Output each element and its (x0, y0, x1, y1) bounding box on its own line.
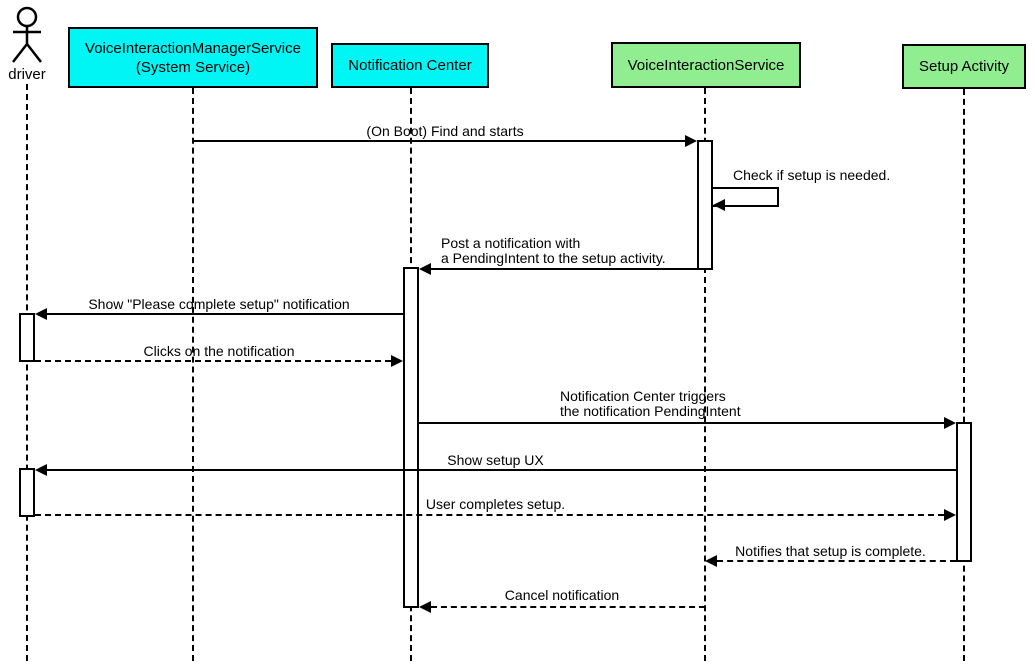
arrowhead-icon (944, 417, 956, 429)
driver-actor-icon (12, 6, 42, 63)
message-label-nc-triggers-pendingintent: Notification Center triggers the notific… (560, 388, 741, 419)
actor-label-driver: driver (8, 66, 46, 83)
message-label-show-setup-ux: Show setup UX (447, 452, 544, 468)
message-label-check-if-setup-needed: Check if setup is needed. (733, 167, 891, 183)
message-line (35, 360, 391, 362)
message-line (47, 469, 956, 471)
self-message-loop (713, 187, 779, 207)
message-label-clicks-on-notification: Clicks on the notification (143, 343, 295, 359)
arrowhead-icon (35, 308, 47, 320)
message-line (717, 560, 956, 562)
arrowhead-icon (685, 135, 697, 147)
participant-notification-center: Notification Center (331, 43, 489, 88)
activation-setup-activity (956, 422, 972, 562)
arrowhead-icon (713, 199, 725, 211)
arrowhead-icon (391, 355, 403, 367)
message-label-post-notification: Post a notification with a PendingIntent… (441, 235, 666, 266)
participant-voice-interaction-manager-service: VoiceInteractionManagerService (System S… (68, 27, 318, 88)
participant-label: Notification Center (348, 57, 472, 74)
arrowhead-icon (705, 555, 717, 567)
message-label-show-please-complete-setup: Show "Please complete setup" notificatio… (88, 296, 350, 312)
participant-label: Setup Activity (918, 58, 1010, 75)
activation-notification-center (403, 267, 419, 608)
activation-driver-1 (19, 313, 35, 362)
message-line (431, 268, 697, 270)
message-line (47, 313, 403, 315)
lifeline-voice-interaction-manager-service (192, 88, 194, 661)
activation-voice-interaction-service (697, 140, 713, 270)
message-line (419, 422, 944, 424)
activation-driver-2 (19, 468, 35, 517)
arrowhead-icon (944, 509, 956, 521)
arrowhead-icon (419, 601, 431, 613)
participant-sublabel: (System Service) (135, 58, 251, 76)
participant-label: VoiceInteractionManagerService (85, 39, 301, 57)
lifeline-voice-interaction-service (704, 88, 706, 661)
lifeline-driver (26, 84, 28, 661)
message-line (193, 140, 685, 142)
message-line (35, 514, 944, 516)
lifeline-setup-activity (963, 89, 965, 661)
message-label-cancel-notification: Cancel notification (504, 587, 620, 603)
message-label-on-boot-find-and-starts: (On Boot) Find and starts (366, 123, 524, 139)
arrowhead-icon (35, 464, 47, 476)
arrowhead-icon (419, 263, 431, 275)
message-label-notifies-setup-complete: Notifies that setup is complete. (735, 543, 926, 559)
participant-setup-activity: Setup Activity (902, 44, 1026, 89)
participant-voice-interaction-service: VoiceInteractionService (611, 42, 801, 88)
message-line (431, 606, 705, 608)
message-label-user-completes-setup: User completes setup. (425, 496, 566, 512)
participant-label: VoiceInteractionService (627, 56, 785, 74)
